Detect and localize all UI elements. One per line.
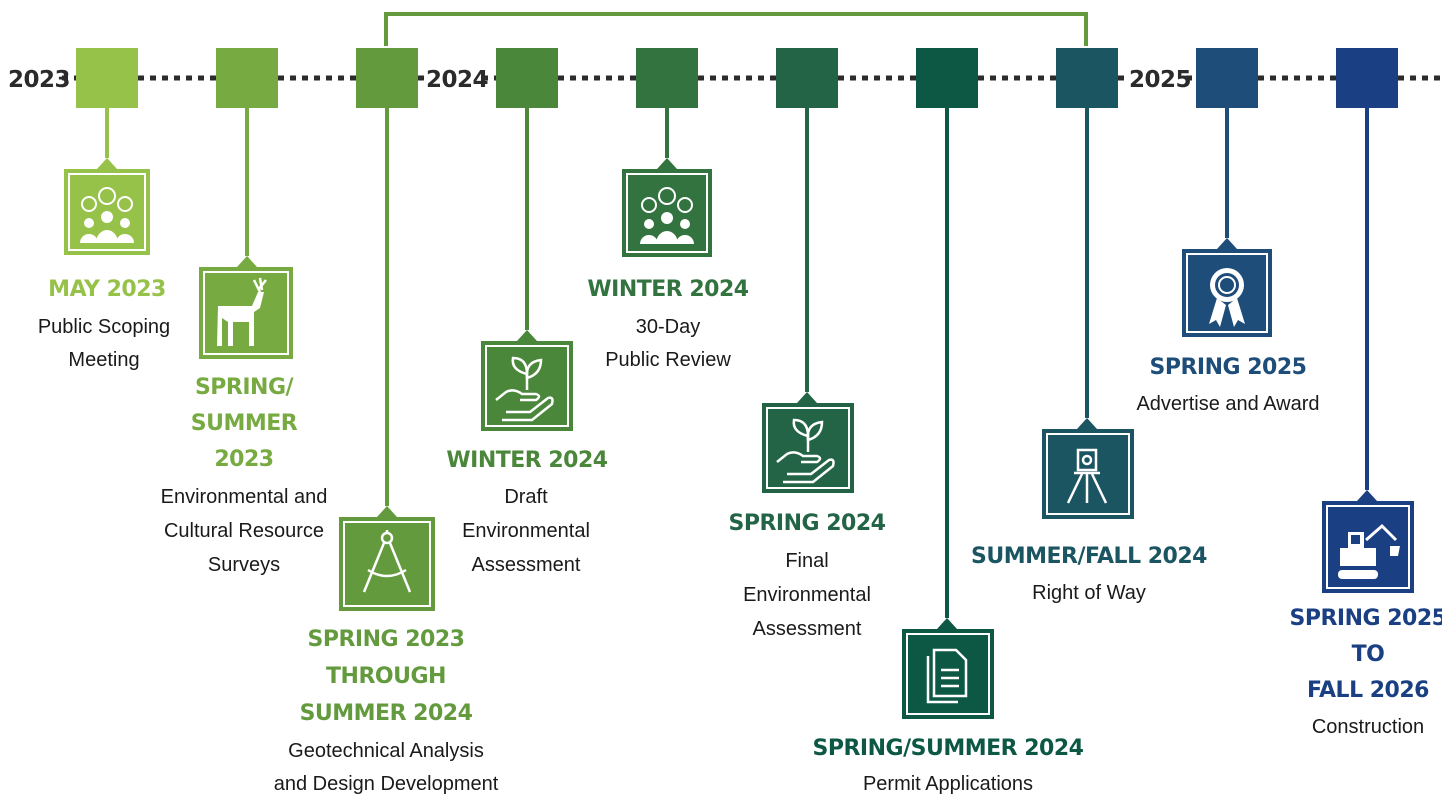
milestone-description: Assessment [753,618,862,640]
milestone-date: FALL 2026 [1307,678,1429,703]
milestone-4: WINTER 2024 Draft Environmental Assessme… [446,108,608,576]
plant-hand-icon [776,418,835,484]
milestone-description: Meeting [68,349,139,371]
compass-icon [362,530,412,593]
milestone-date: SPRING 2023 [308,627,465,652]
milestone-date: SPRING/ [195,375,295,400]
milestone-description: Surveys [208,554,280,576]
milestone-date: WINTER 2024 [587,277,748,302]
survey-tripod-icon [1066,448,1108,504]
milestone-description: Cultural Resource [164,520,324,542]
milestone-date: SUMMER/FALL 2024 [971,544,1207,569]
award-ribbon-icon [1209,268,1245,327]
people-chat-icon [80,187,134,243]
milestone-marker-10 [1336,48,1398,108]
milestone-6: SPRING 2024 Final Environmental Assessme… [729,108,886,640]
milestone-description: Public Scoping [38,316,170,338]
milestone-description: Environmental [743,584,871,606]
milestone-date: SPRING 2025 [1290,606,1442,631]
milestone-marker-5 [636,48,698,108]
milestone-description: Public Review [605,349,731,371]
milestone-date: 2023 [214,447,273,472]
milestone-pointer [97,158,117,169]
milestone-10: SPRING 2025 TO FALL 2026 Construction [1290,108,1442,738]
milestone-5: WINTER 2024 30-Day Public Review [587,108,749,371]
milestone-description: and Design Development [274,773,499,795]
milestone-date: SPRING 2024 [729,511,886,536]
milestone-date: TO [1352,642,1385,667]
milestone-description: 30-Day [636,316,700,338]
milestone-date: THROUGH [326,664,446,689]
milestone-marker-6 [776,48,838,108]
documents-icon [926,648,968,704]
milestone-date: WINTER 2024 [446,448,607,473]
milestone-date: SUMMER [191,411,298,436]
milestone-3: SPRING 2023 THROUGH SUMMER 2024 Geotechn… [274,108,499,795]
milestone-marker-9 [1196,48,1258,108]
milestone-description: Environmental [462,520,590,542]
milestone-marker-1 [76,48,138,108]
milestone-date: SPRING 2025 [1150,355,1307,380]
milestone-date: SPRING/SUMMER 2024 [813,736,1084,761]
year-label-2023: 2023 [8,67,70,93]
milestone-description: Environmental and [161,486,328,508]
milestone-9: SPRING 2025 Advertise and Award [1136,108,1320,415]
people-chat-icon [640,187,694,244]
milestone-description: Right of Way [1032,582,1146,604]
milestone-date: SUMMER 2024 [300,701,473,726]
year-label-2025: 2025 [1129,67,1191,93]
milestone-7: SPRING/SUMMER 2024 Permit Applications [813,108,1084,795]
milestone-description: Construction [1312,716,1424,738]
milestone-date: MAY 2023 [48,277,166,302]
milestone-marker-7 [916,48,978,108]
milestone-8: SUMMER/FALL 2024 Right of Way [971,108,1208,604]
timeline-bracket [384,12,1088,46]
milestone-description: Advertise and Award [1136,393,1319,415]
milestone-marker-2 [216,48,278,108]
excavator-icon [1338,523,1400,579]
deer-icon [217,277,267,346]
milestone-description: Draft [504,486,548,508]
milestone-description: Geotechnical Analysis [288,740,484,762]
plant-hand-icon [495,356,554,422]
milestone-marker-3 [356,48,418,108]
milestone-description: Final [785,550,828,572]
milestone-1: MAY 2023 Public Scoping Meeting [38,108,170,371]
milestone-description: Assessment [472,554,581,576]
milestone-marker-8 [1056,48,1118,108]
milestone-marker-4 [496,48,558,108]
milestone-description: Permit Applications [863,773,1033,795]
milestone-2: SPRING/ SUMMER 2023 Environmental and Cu… [161,108,328,576]
year-label-2024: 2024 [426,67,488,93]
